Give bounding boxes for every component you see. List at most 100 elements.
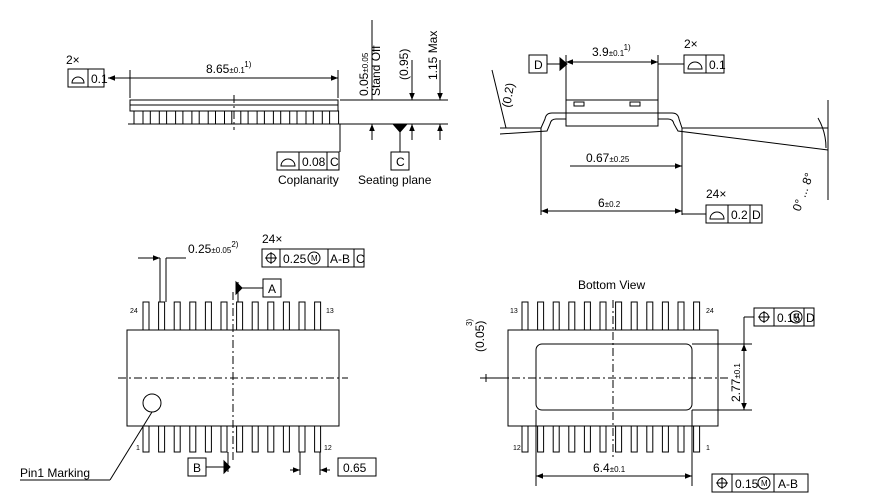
- lead: [142, 301, 150, 331]
- bottom-pad-w-pos-datum: A-B: [778, 477, 798, 491]
- lead: [599, 425, 607, 453]
- lead: [646, 301, 654, 331]
- side-leads: [133, 110, 340, 125]
- lead: [173, 301, 181, 331]
- lead: [599, 301, 607, 331]
- bottom-view: [480, 300, 815, 493]
- lead: [204, 301, 212, 331]
- side-count-2x: 2×: [66, 53, 80, 67]
- lead: [677, 301, 685, 331]
- lead: [267, 425, 275, 453]
- lead: [615, 301, 623, 331]
- side-standoff-label: Stand Off: [369, 45, 383, 96]
- side-lead: [247, 110, 258, 125]
- end-flatness-value: 0.1: [709, 58, 726, 72]
- lead: [236, 425, 244, 453]
- bottom-leads-upper: [521, 301, 701, 331]
- side-lead: [263, 110, 274, 125]
- top-pos-datums: A-B: [330, 252, 350, 266]
- bottom-leads-lower: [521, 425, 701, 453]
- exposed-pad: [535, 343, 693, 411]
- top-pin13: 13: [326, 308, 334, 315]
- top-view: [20, 248, 377, 481]
- bottom-pin12: 12: [513, 445, 521, 452]
- side-lead: [296, 110, 307, 125]
- side-coplanarity-label: Coplanarity: [278, 173, 339, 187]
- lead: [204, 425, 212, 453]
- lead: [314, 301, 322, 331]
- side-lead: [149, 110, 160, 125]
- lead: [552, 301, 560, 331]
- end-count-2x: 2×: [684, 37, 698, 51]
- top-lead-width: 0.25±0.052): [188, 240, 239, 256]
- side-standoff: 0.05±0.05: [357, 52, 371, 96]
- lead: [314, 425, 322, 453]
- lead: [646, 425, 654, 453]
- top-pos-tol: 0.25: [283, 252, 307, 266]
- side-ref-095: (0.95): [397, 49, 411, 80]
- end-datum-d: D: [534, 58, 543, 72]
- end-lead-length: 0.67±0.25: [586, 151, 630, 165]
- side-lead: [329, 110, 340, 125]
- top-datum-b: B: [193, 461, 201, 475]
- bottom-pad-w-pos-value: 0.15: [735, 477, 759, 491]
- lead: [521, 425, 529, 453]
- end-span: 6±0.2: [598, 196, 621, 210]
- lead: [693, 425, 701, 453]
- side-flatness-value: 0.1: [91, 72, 108, 86]
- side-lead: [182, 110, 193, 125]
- lead: [537, 425, 545, 453]
- bottom-title: Bottom View: [578, 278, 645, 292]
- lead: [693, 301, 701, 331]
- lead: [251, 425, 259, 453]
- bottom-pin1: 1: [706, 445, 710, 452]
- side-lead: [215, 110, 225, 125]
- end-width: 3.9±0.11): [592, 43, 631, 59]
- side-lead: [198, 110, 209, 125]
- pin1-marking-label: Pin1 Marking: [20, 466, 90, 480]
- top-leads-upper: [142, 301, 322, 331]
- lead: [267, 301, 275, 331]
- side-max-height: 1.15 Max: [426, 31, 440, 80]
- lead: [236, 301, 244, 331]
- top-leads-lower: [142, 425, 322, 453]
- side-lead: [312, 110, 323, 125]
- top-pos-mod: M: [311, 254, 318, 263]
- side-seating-label: Seating plane: [358, 173, 432, 187]
- top-pin1: 1: [136, 445, 140, 452]
- top-pitch: 0.65: [343, 461, 367, 475]
- bottom-pad-pos-datum: D: [806, 311, 815, 325]
- side-lead: [280, 110, 291, 125]
- bottom-pad-w-pos-mod: M: [761, 479, 768, 488]
- lead: [568, 301, 576, 331]
- lead: [220, 425, 228, 453]
- lead: [630, 425, 638, 453]
- lead: [537, 301, 545, 331]
- end-profile-value: 0.2: [731, 208, 748, 222]
- bottom-pad-height: 2.77±0.1: [729, 363, 743, 402]
- side-view: [67, 20, 448, 171]
- lead: [615, 425, 623, 453]
- lead: [630, 301, 638, 331]
- side-coplanarity-value: 0.08: [302, 155, 326, 169]
- pin1-marker-circle: [142, 393, 162, 413]
- lead: [142, 425, 150, 453]
- top-pin24: 24: [130, 308, 138, 315]
- lead: [282, 425, 290, 453]
- side-length: 8.65±0.11): [206, 60, 252, 76]
- lead: [173, 425, 181, 453]
- lead: [158, 425, 166, 453]
- lead: [158, 301, 166, 331]
- lead: [189, 425, 197, 453]
- bottom-ref-005: (0.05): [473, 321, 487, 352]
- lead: [583, 425, 591, 453]
- side-lead: [231, 110, 242, 125]
- lead: [220, 301, 228, 331]
- lead: [189, 301, 197, 331]
- top-datum-a: A: [268, 282, 276, 296]
- end-profile-datum: D: [752, 208, 761, 222]
- bottom-pad-pos-value: 0.15: [777, 311, 801, 325]
- lead: [298, 425, 306, 453]
- bottom-pad-width: 6.4±0.1: [593, 461, 626, 475]
